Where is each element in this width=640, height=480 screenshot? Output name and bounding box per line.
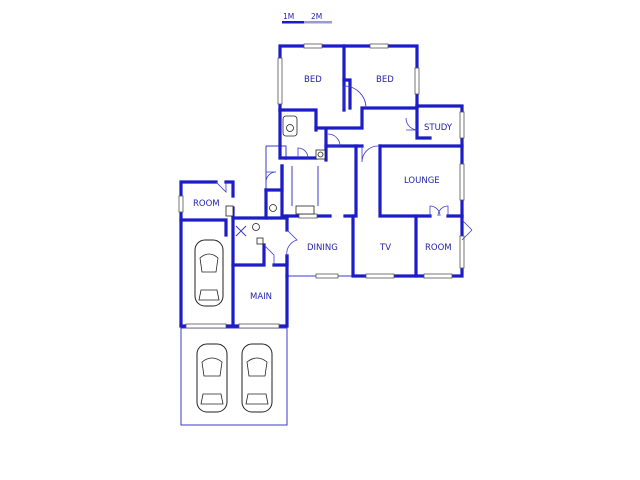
door-room-left xyxy=(215,181,227,193)
label-bed-1: BED xyxy=(304,75,322,85)
window-main xyxy=(238,323,280,329)
door-bath xyxy=(297,147,309,159)
window-bed-2-east xyxy=(414,67,420,95)
label-room-left: ROOM xyxy=(193,199,220,209)
walls xyxy=(179,44,464,328)
kitchen-counter-icon xyxy=(291,166,319,206)
scullery-basin-icon xyxy=(269,204,277,212)
window-room-east xyxy=(459,235,465,269)
scale-segment-light xyxy=(304,21,332,24)
utility-north-wall xyxy=(231,188,268,220)
window-bed-1-west xyxy=(277,57,283,105)
door-wc xyxy=(327,133,341,147)
main-north-wall xyxy=(231,243,266,267)
room-labels: BED BED STUDY LOUNGE ROOM DINING TV ROOM… xyxy=(193,75,453,302)
scale-segment-dark xyxy=(282,21,304,24)
label-room-right: ROOM xyxy=(425,243,452,253)
study-inner-wall xyxy=(415,104,432,140)
garage-west-wall xyxy=(179,180,218,327)
doors xyxy=(215,85,473,265)
label-tv: TV xyxy=(379,243,391,253)
window-bed-2 xyxy=(369,43,389,49)
window-kitchen xyxy=(298,213,318,219)
window-bed-1 xyxy=(303,43,323,49)
door-room-east xyxy=(461,219,473,241)
label-bed-2: BED xyxy=(376,75,394,85)
patio-outline xyxy=(265,145,287,190)
garage-door xyxy=(185,323,227,329)
stair-icon xyxy=(235,225,247,237)
toilet-bowl-icon xyxy=(317,151,324,158)
room-left-fixture-icon xyxy=(225,205,234,217)
label-study: STUDY xyxy=(424,123,453,133)
door-kitchen xyxy=(265,171,277,183)
lounge-west-wall xyxy=(378,144,432,218)
window-tv xyxy=(365,273,395,279)
window-dining xyxy=(315,273,339,279)
door-lounge xyxy=(361,145,379,163)
scale-label-2m: 2M xyxy=(311,12,322,21)
main-north-east-wall xyxy=(272,254,289,267)
label-main: MAIN xyxy=(250,292,272,302)
door-bed-2 xyxy=(343,85,367,109)
passage-north-wall xyxy=(314,106,419,130)
bath-north-wall xyxy=(278,108,318,132)
kitchen-west-wall xyxy=(264,164,284,192)
label-dining: DINING xyxy=(307,243,338,253)
car-garage-icon xyxy=(194,239,224,307)
room-south-wall xyxy=(179,218,228,237)
window-lounge xyxy=(459,163,465,201)
scale-bar: 1M 2M xyxy=(282,12,332,24)
room-north-wall xyxy=(224,180,235,198)
door-lounge-left xyxy=(429,205,441,217)
bath-west-wall xyxy=(278,108,318,160)
utility-basin-icon xyxy=(252,223,260,231)
kitchen-sink-icon xyxy=(295,205,315,215)
window-room-south xyxy=(423,273,453,279)
door-lounge-right xyxy=(437,205,449,217)
window-room-left xyxy=(178,195,184,213)
door-study xyxy=(405,117,419,131)
scale-label-1m: 1M xyxy=(283,12,294,21)
windows xyxy=(178,43,465,329)
kitchen-east-wall xyxy=(343,144,358,218)
door-main xyxy=(263,244,275,265)
carport-outline xyxy=(180,327,288,426)
car-carport-left-icon xyxy=(196,343,228,413)
car-carport-right-icon xyxy=(241,343,273,413)
utility-toilet-icon xyxy=(256,237,264,245)
bed-divider-wall xyxy=(342,78,352,110)
window-study xyxy=(459,111,465,139)
door-dining xyxy=(286,229,298,257)
label-lounge: LOUNGE xyxy=(404,176,440,186)
basin-icon xyxy=(286,124,294,132)
fixtures xyxy=(225,115,326,245)
